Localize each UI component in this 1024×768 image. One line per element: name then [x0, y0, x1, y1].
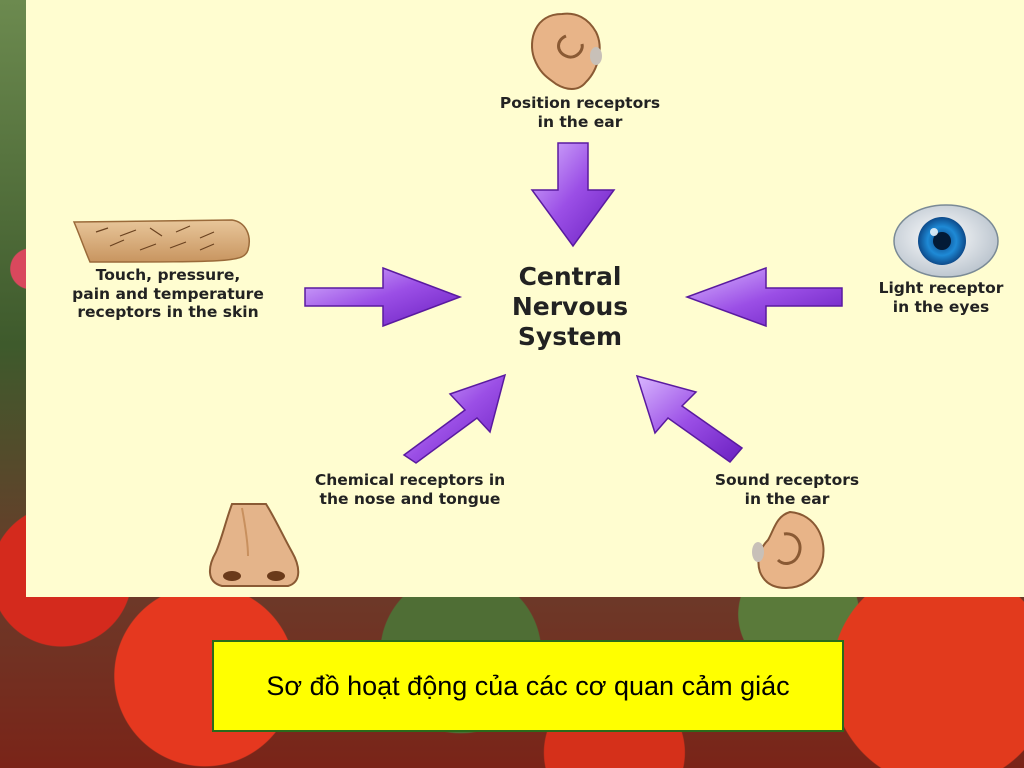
chemical-receptors-label: Chemical receptors in the nose and tongu…	[314, 471, 506, 508]
position-receptors-label: Position receptors in the ear	[499, 94, 661, 131]
arrow-down	[530, 142, 616, 248]
arrow-right	[304, 266, 463, 328]
diagram-panel	[26, 0, 1024, 597]
ear-icon	[531, 12, 602, 90]
nose-icon	[209, 503, 300, 587]
diagram-graphics	[72, 12, 999, 590]
arrow-up-left	[635, 374, 744, 464]
caption-text: Sơ đồ hoạt động của các cơ quan cảm giác	[266, 670, 790, 701]
sound-receptors-label: Sound receptors in the ear	[714, 471, 860, 508]
skin-icon	[72, 219, 250, 263]
touch-receptors-label: Touch, pressure, pain and temperature re…	[72, 266, 264, 322]
ear-icon	[752, 510, 825, 590]
arrow-left	[684, 266, 843, 328]
central-nervous-system-label: Central Nervous System	[511, 262, 629, 351]
eye-icon	[893, 204, 999, 278]
light-receptor-label: Light receptor in the eyes	[878, 279, 1004, 316]
arrow-up-right	[402, 373, 507, 464]
caption-box: Sơ đồ hoạt động của các cơ quan cảm giác	[212, 640, 844, 732]
